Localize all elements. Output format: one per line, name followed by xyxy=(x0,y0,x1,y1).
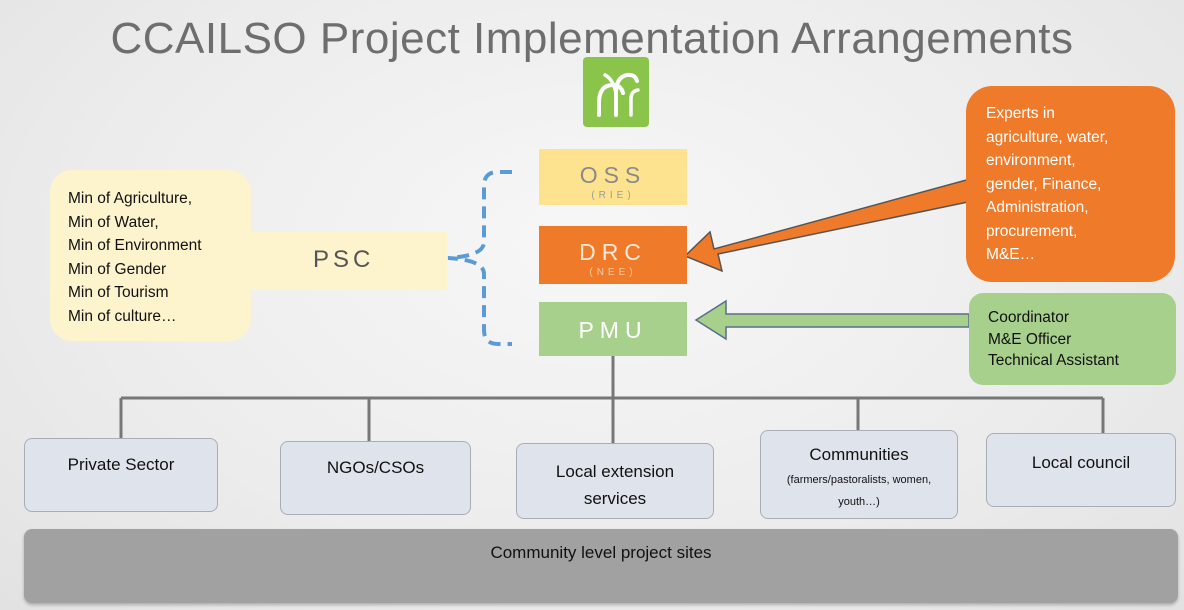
ngos-csos-box: NGOs/CSOs xyxy=(280,441,471,515)
drc-sublabel: (NEE) xyxy=(589,267,637,278)
communities-label: Communities xyxy=(809,445,909,464)
staff-to-pmu-arrow xyxy=(694,299,970,341)
community-sites-bar: Community level project sites xyxy=(24,529,1178,603)
local-extension-line1: Local extension xyxy=(555,462,675,481)
local-council-box: Local council xyxy=(986,433,1176,507)
experts-line: environment, xyxy=(986,152,1076,169)
psc-box: PSC xyxy=(243,232,447,290)
pmu-box: PMU xyxy=(539,302,687,356)
experts-line: Administration, xyxy=(986,199,1089,216)
communities-detail: (farmers/pastoralists, women, youth…) xyxy=(786,474,932,508)
experts-line: agriculture, water, xyxy=(986,128,1109,146)
oss-box: OSS (RIE) xyxy=(539,149,687,205)
ministries-list-box: Min of Agriculture, Min of Water, Min of… xyxy=(50,170,251,341)
ministry-item: Min of Water, xyxy=(68,213,159,231)
drc-label: DRC xyxy=(579,239,647,265)
ministry-item: Min of Tourism xyxy=(68,284,169,301)
ministry-item: Min of culture… xyxy=(68,307,177,325)
experts-line: M&E… xyxy=(986,246,1036,263)
oss-sublabel: (RIE) xyxy=(591,190,635,201)
pmu-label: PMU xyxy=(578,317,648,343)
fountain-logo-icon xyxy=(583,57,649,127)
communities-box: Communities (farmers/pastoralists, women… xyxy=(760,430,958,519)
experts-line: Experts in xyxy=(986,105,1055,122)
pmu-staff-box: Coordinator M&E Officer Technical Assist… xyxy=(969,293,1176,385)
experts-to-drc-arrow xyxy=(683,175,994,273)
ministry-item: Min of Agriculture, xyxy=(68,190,193,207)
psc-bracket xyxy=(447,170,512,346)
local-extension-line2: services xyxy=(583,489,647,508)
experts-box: Experts in agriculture, water, environme… xyxy=(966,86,1175,282)
staff-line: M&E Officer xyxy=(988,330,1072,348)
experts-line: gender, Finance, xyxy=(986,175,1102,193)
private-sector-box: Private Sector xyxy=(24,438,218,512)
drc-box: DRC (NEE) xyxy=(539,226,687,284)
staff-line: Technical Assistant xyxy=(988,352,1119,369)
staff-line: Coordinator xyxy=(988,309,1069,326)
diagram-title: CCAILSO Project Implementation Arrangeme… xyxy=(110,14,1074,63)
ministry-item: Min of Gender xyxy=(68,260,167,278)
oss-label: OSS xyxy=(579,162,647,188)
ministry-item: Min of Environment xyxy=(68,237,202,254)
local-extension-box: Local extension services xyxy=(516,443,714,519)
experts-line: procurement, xyxy=(986,222,1078,240)
